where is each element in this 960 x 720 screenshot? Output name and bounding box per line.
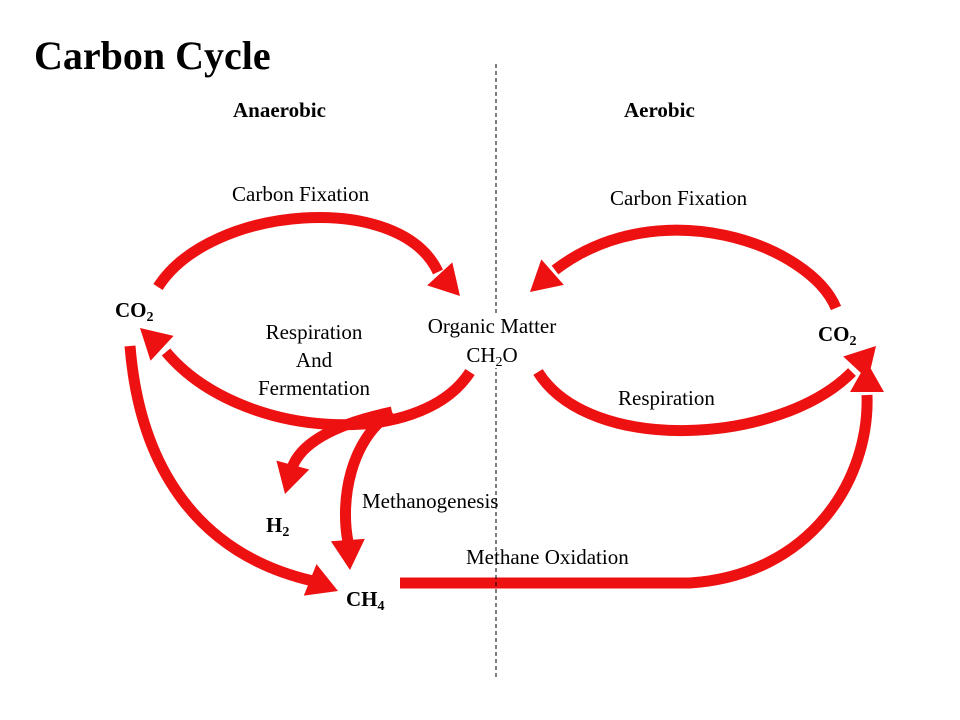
fixation-left-arrowhead xyxy=(427,262,460,296)
fixation-right-arrowhead xyxy=(530,259,564,292)
h2-node: H2 xyxy=(266,513,290,540)
fixation-left-arrow xyxy=(153,211,443,291)
respiration-fermentation-label: Respiration And Fermentation xyxy=(236,320,392,402)
methane-oxidation-label: Methane Oxidation xyxy=(466,545,629,569)
methanogenesis-arrow xyxy=(340,407,396,544)
anaerobic-heading: Anaerobic xyxy=(233,98,326,122)
to-h2-arrowhead xyxy=(276,460,310,494)
aerobic-heading: Aerobic xyxy=(624,98,695,122)
fixation-right-arrow xyxy=(551,224,842,311)
arrows-group xyxy=(124,211,884,596)
respiration-fermentation-line-2: And xyxy=(295,348,333,373)
methane-oxidation-arrow xyxy=(400,394,873,589)
respiration-fermentation-arrowhead xyxy=(140,328,174,361)
co2-right-node: CO2 xyxy=(818,322,857,349)
methanogenesis-label: Methanogenesis xyxy=(362,489,499,513)
co2-to-ch4-arrowhead xyxy=(303,564,338,596)
to-h2-arrow xyxy=(286,406,394,471)
respiration-right-arrow xyxy=(533,368,856,436)
methanogenesis-arrowhead xyxy=(330,538,365,570)
respiration-label: Respiration xyxy=(618,386,715,410)
page-title: Carbon Cycle xyxy=(34,33,271,78)
ch4-node: CH4 xyxy=(346,587,385,614)
organic-matter-formula: CH2O xyxy=(466,343,518,371)
respiration-fermentation-arrow xyxy=(161,348,475,431)
co2-left-node: CO2 xyxy=(115,298,154,325)
respiration-fermentation-line-1: Respiration xyxy=(265,320,363,344)
methane-oxidation-arrowhead xyxy=(850,362,884,392)
respiration-fermentation-line-3: Fermentation xyxy=(258,376,370,401)
co2-to-ch4-arrow xyxy=(124,345,315,587)
carbon-fixation-right-label: Carbon Fixation xyxy=(610,186,748,210)
carbon-fixation-left-label: Carbon Fixation xyxy=(232,182,370,206)
organic-matter-node: Organic Matter CH2O xyxy=(412,314,572,371)
organic-matter-label: Organic Matter xyxy=(427,314,557,338)
